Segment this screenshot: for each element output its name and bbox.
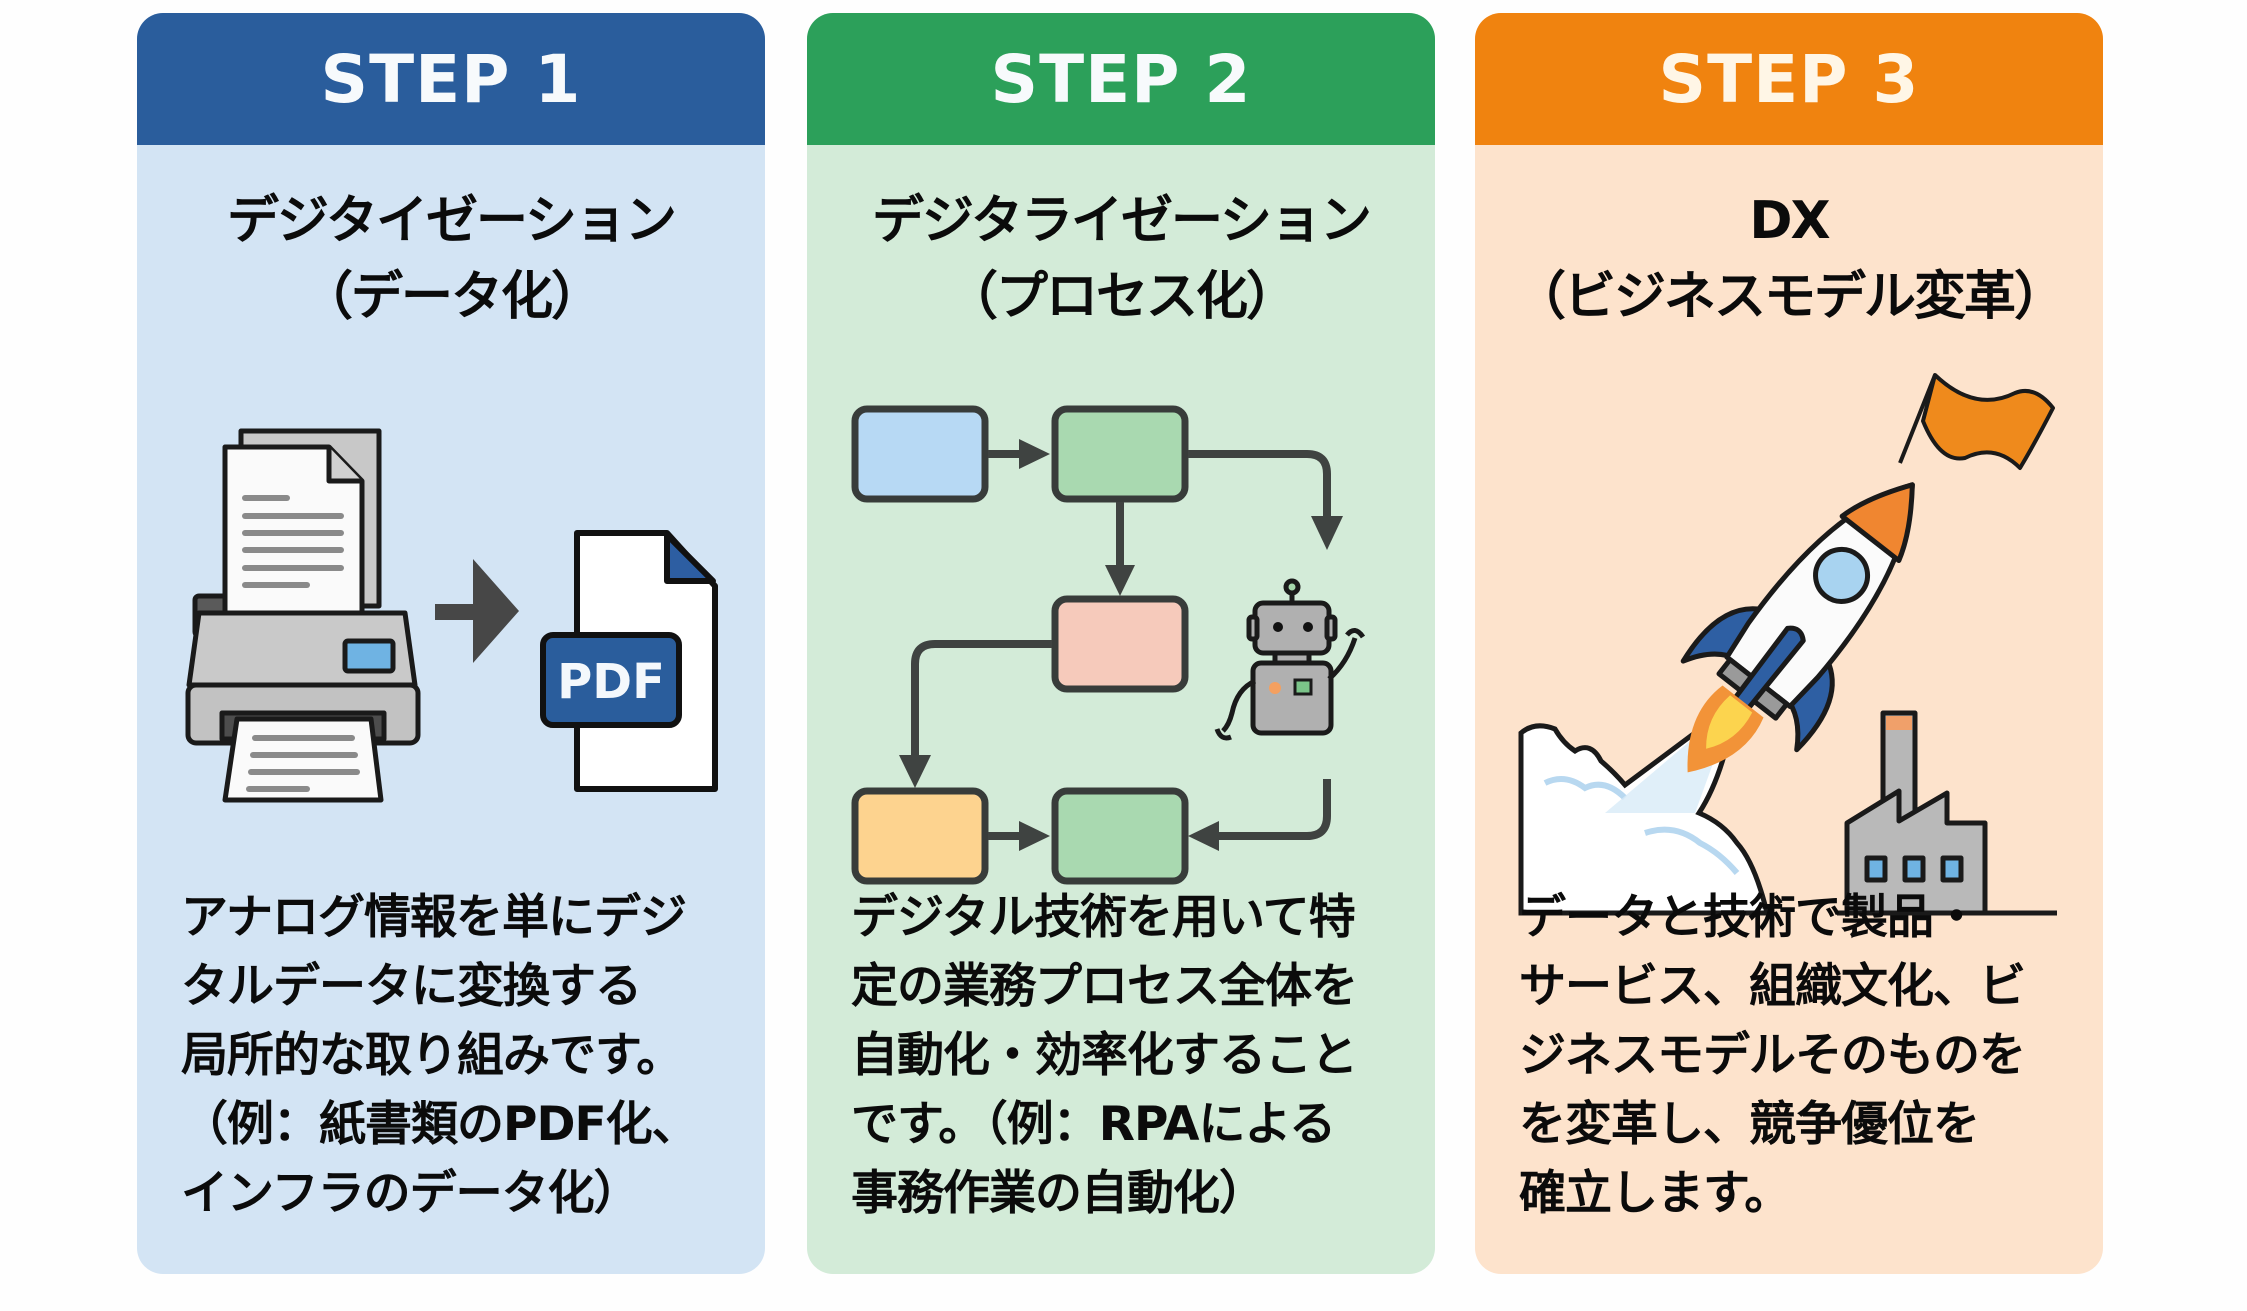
step-2-description: デジタル技術を用いて特 定の業務プロセス全体を 自動化・効率化すること です。（… <box>851 883 1405 1228</box>
step-1-description-line: 局所的な取り組みです。 <box>181 1028 683 1083</box>
step-3-card: STEP 3 DX （ビジネスモデル変革） <box>1475 13 2103 1274</box>
step-1-description-line: インフラのデータ化） <box>181 1166 641 1221</box>
step-1-description: アナログ情報を単にデジ タルデータに変換する 局所的な取り組みです。 （例：紙書… <box>181 883 735 1228</box>
rocket-icon <box>1680 482 1915 773</box>
smoke-cloud-icon <box>1518 697 1771 916</box>
step-3-description-line: 確立します。 <box>1519 1166 1791 1221</box>
step-3-description: データと技術で製品・ サービス、組織文化、ビ ジネスモデルそのものを を変革し、… <box>1519 883 2073 1228</box>
step-1-card: STEP 1 デジタイゼーション （データ化） <box>137 13 765 1274</box>
flow-box-end <box>1051 787 1189 885</box>
step-3-description-line: サービス、組織文化、ビ <box>1519 959 2026 1014</box>
step-3-header: STEP 3 <box>1475 13 2103 145</box>
step-3-description-line: ジネスモデルそのものを <box>1519 1028 2026 1083</box>
flow-arrowheads <box>899 439 1343 851</box>
step-2-title: デジタライゼーション （プロセス化） <box>807 183 1435 335</box>
step-1-description-line: （例：紙書類のPDF化、 <box>181 1097 699 1152</box>
step-2-title-line-1: デジタライゼーション <box>872 191 1372 251</box>
pdf-file-icon <box>540 530 718 792</box>
step-1-description-line: アナログ情報を単にデジ <box>181 890 687 945</box>
step-2-card: STEP 2 デジタライゼーション （プロセス化） <box>807 13 1435 1274</box>
right-arrow-icon <box>435 559 519 663</box>
step-3-description-line: データと技術で製品・ <box>1519 890 1980 945</box>
step-2-description-line: 自動化・効率化すること <box>851 1028 1358 1083</box>
step-2-description-line: 定の業務プロセス全体を <box>851 959 1358 1014</box>
flow-arrows <box>911 450 1331 840</box>
step-3-title-line-2: （ビジネスモデル変革） <box>1513 267 2066 327</box>
robot-icon <box>1214 578 1366 741</box>
flow-box-process <box>1051 405 1189 503</box>
flag-icon <box>1898 373 2055 470</box>
step-1-header: STEP 1 <box>137 13 765 145</box>
step-2-title-line-2: （プロセス化） <box>945 267 1298 327</box>
pdf-label: PDF <box>557 654 665 710</box>
step-2-description-line: です。（例：RPAによる <box>851 1097 1336 1152</box>
step-1-title-line-1: デジタイゼーション <box>227 191 677 251</box>
step-1-title-line-2: （データ化） <box>300 267 603 327</box>
step-3-title-line-1: DX <box>1749 191 1830 251</box>
step-2-description-line: 事務作業の自動化） <box>851 1166 1266 1221</box>
flow-box-review <box>1051 595 1189 693</box>
step-3-description-line: を変革し、競争優位を <box>1519 1097 1980 1152</box>
step-2-header: STEP 2 <box>807 13 1435 145</box>
flow-box-start <box>851 405 989 503</box>
scanner-icon <box>185 428 421 803</box>
flow-box-input <box>851 787 989 885</box>
step-1-description-line: タルデータに変換する <box>181 959 642 1014</box>
step-2-description-line: デジタル技術を用いて特 <box>851 890 1356 945</box>
step-3-title: DX （ビジネスモデル変革） <box>1475 183 2103 335</box>
step-1-title: デジタイゼーション （データ化） <box>137 183 765 335</box>
